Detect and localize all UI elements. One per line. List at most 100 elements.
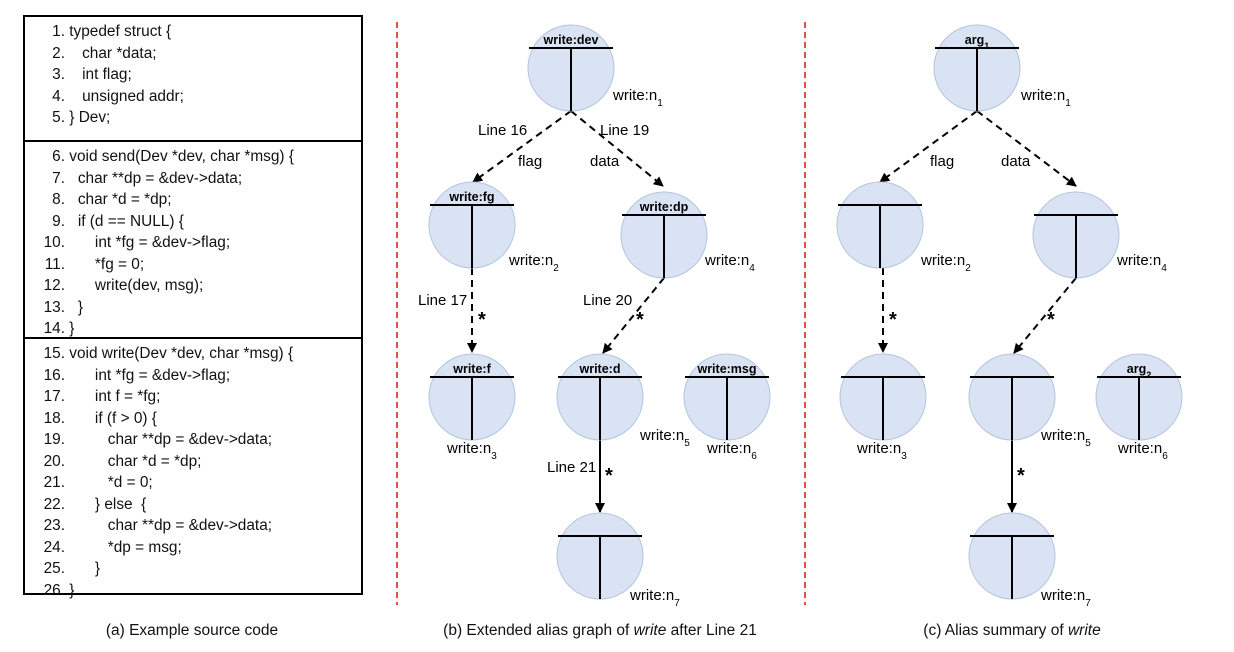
node-label-sub: 3 — [491, 451, 497, 462]
node-title-text: write:dev — [543, 33, 599, 47]
node-title: write:fg — [448, 190, 494, 204]
code-line-number: 6. — [52, 148, 65, 165]
node-title-text: write:f — [452, 362, 491, 376]
code-line: 16. int *fg = &dev->flag; — [25, 365, 361, 387]
graph-c-edges — [878, 110, 1077, 513]
node-title-sub: 1 — [984, 41, 989, 51]
code-line-number: 3. — [52, 66, 65, 83]
node-title: arg2 — [1127, 362, 1151, 380]
code-line: 9. if (d == NULL) { — [25, 211, 361, 233]
alias-node-n4: write:n4 — [1032, 191, 1167, 279]
code-section-send: 6. void send(Dev *dev, char *msg) {7. ch… — [25, 142, 361, 339]
node-title: write:msg — [696, 362, 756, 376]
edge-label-line19: Line 19 — [600, 122, 649, 139]
code-line-text: *d = 0; — [65, 474, 153, 491]
node-label-text: write:n — [612, 87, 657, 104]
code-line-text: char **dp = &dev->data; — [65, 517, 273, 534]
node-label-text: write:n — [1020, 87, 1065, 104]
node-title-sub: 2 — [1146, 370, 1151, 380]
code-line-number: 8. — [52, 191, 65, 208]
node-label: write:n5 — [1040, 427, 1091, 449]
code-line: 13. } — [25, 297, 361, 319]
code-line-text: char **dp = &dev->data; — [65, 431, 273, 448]
code-line: 23. char **dp = &dev->data; — [25, 515, 361, 537]
code-line-number: 7. — [52, 169, 65, 187]
edge-star-n4-n5: * — [636, 309, 644, 331]
alias-node-n7: write:n7 — [968, 512, 1091, 609]
code-line-number: 26. — [43, 581, 65, 599]
code-line: 17. int f = *fg; — [25, 386, 361, 408]
node-label-sub: 6 — [751, 451, 757, 462]
caption-a: (a) Example source code — [105, 622, 279, 639]
caption-c: (c) Alias summary of write — [923, 622, 1100, 640]
code-line: 24. *dp = msg; — [25, 537, 361, 559]
node-label-text: write:n — [920, 252, 965, 269]
node-label: write:n4 — [1116, 252, 1167, 274]
code-line-text: int *fg = &dev->flag; — [65, 234, 231, 251]
node-title-text: write:fg — [448, 190, 494, 204]
node-label-text: write:n — [1040, 427, 1085, 444]
code-line: 25. } — [25, 558, 361, 580]
code-line-number: 15. — [43, 345, 65, 362]
edge-label-line21: Line 21 — [547, 459, 596, 476]
node-label-text: write:n — [856, 440, 901, 457]
code-line-number: 22. — [43, 495, 65, 513]
caption-b-emph: write — [633, 622, 667, 639]
graph-c-edge-labels: flag data * * * — [889, 153, 1055, 487]
code-line-number: 14. — [43, 320, 65, 337]
edge-label-line20: Line 20 — [583, 292, 632, 309]
node-title: write:dp — [639, 200, 689, 214]
code-line-text: char *d = *dp; — [65, 191, 172, 208]
caption-b: (b) Extended alias graph of write after … — [443, 622, 757, 640]
code-line: 15. void write(Dev *dev, char *msg) { — [25, 343, 361, 365]
caption-b-prefix: (b) Extended alias graph of — [443, 622, 634, 639]
node-label-sub: 6 — [1162, 451, 1168, 462]
code-line: 11. *fg = 0; — [25, 254, 361, 276]
edge-b-n4-n5 — [602, 277, 665, 354]
code-line-number: 23. — [43, 517, 65, 534]
graph-b-nodes: write:devwrite:n1write:fgwrite:n2write:d… — [428, 24, 771, 609]
code-line: 12. write(dev, msg); — [25, 275, 361, 297]
node-label-sub: 1 — [1065, 98, 1071, 109]
code-line-text: } else { — [65, 495, 147, 513]
node-label: write:n2 — [920, 252, 971, 274]
node-label-text: write:n — [1040, 587, 1085, 604]
node-label: write:n7 — [629, 587, 680, 609]
node-label-text: write:n — [1117, 440, 1162, 457]
code-line-number: 10. — [43, 234, 65, 251]
node-label-text: write:n — [508, 252, 553, 269]
alias-node-n3: write:n3 — [839, 353, 927, 462]
node-label-text: write:n — [629, 587, 674, 604]
node-label-text: write:n — [1116, 252, 1161, 269]
code-line: 5. } Dev; — [25, 107, 361, 129]
edge-label-c-data: data — [1001, 153, 1031, 170]
code-line: 8. char *d = *dp; — [25, 189, 361, 211]
edge-star-c-n2-n3: * — [889, 309, 897, 331]
edge-star-c-n5-n7: * — [1017, 465, 1025, 487]
code-line-text: char *d = *dp; — [65, 452, 202, 470]
edge-c-n1-n2 — [879, 110, 978, 183]
code-line-number: 2. — [52, 44, 65, 62]
node-label-sub: 4 — [1161, 263, 1167, 274]
node-title: write:f — [452, 362, 491, 376]
node-label: write:n5 — [639, 427, 690, 449]
code-line-text: *fg = 0; — [65, 255, 145, 273]
code-line-text: typedef struct { — [65, 23, 172, 40]
edge-label-flag: flag — [518, 153, 542, 170]
edge-star-c-n4-n5: * — [1047, 309, 1055, 331]
caption-c-emph: write — [1067, 622, 1101, 639]
node-label-text: write:n — [704, 252, 749, 269]
code-line-number: 19. — [43, 431, 65, 448]
caption-c-prefix: (c) Alias summary of — [923, 622, 1068, 639]
code-line-text: unsigned addr; — [65, 87, 184, 105]
edge-b-n1-n2 — [472, 110, 572, 183]
node-title: arg1 — [965, 33, 989, 51]
